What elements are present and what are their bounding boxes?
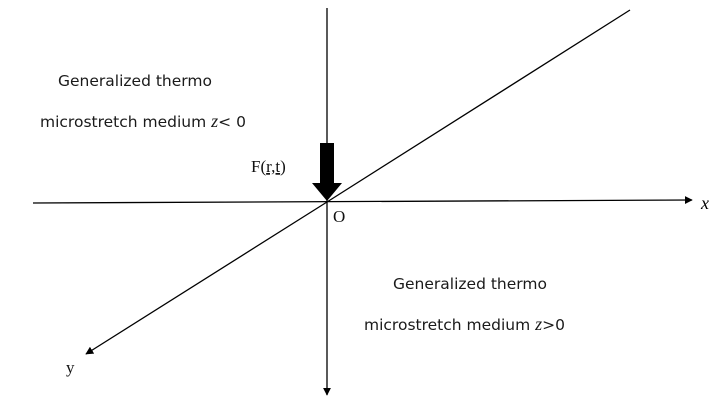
lower-region-label-line1: Generalized thermo <box>393 275 547 293</box>
x-axis-label: x <box>700 193 709 213</box>
origin-label: O <box>333 207 345 226</box>
y-axis-upper <box>326 9 631 203</box>
force-arrow <box>312 143 342 201</box>
upper-region-label-line1: Generalized thermo <box>58 72 212 90</box>
y-axis-label: y <box>66 358 75 377</box>
force-label: F(r,t) <box>251 157 286 176</box>
x-axis <box>32 196 693 205</box>
upper-region-label-line2: microstretch medium z< 0 <box>40 111 246 131</box>
y-axis-lower <box>85 201 328 355</box>
lower-region-label-line2: microstretch medium z>0 <box>364 314 565 334</box>
